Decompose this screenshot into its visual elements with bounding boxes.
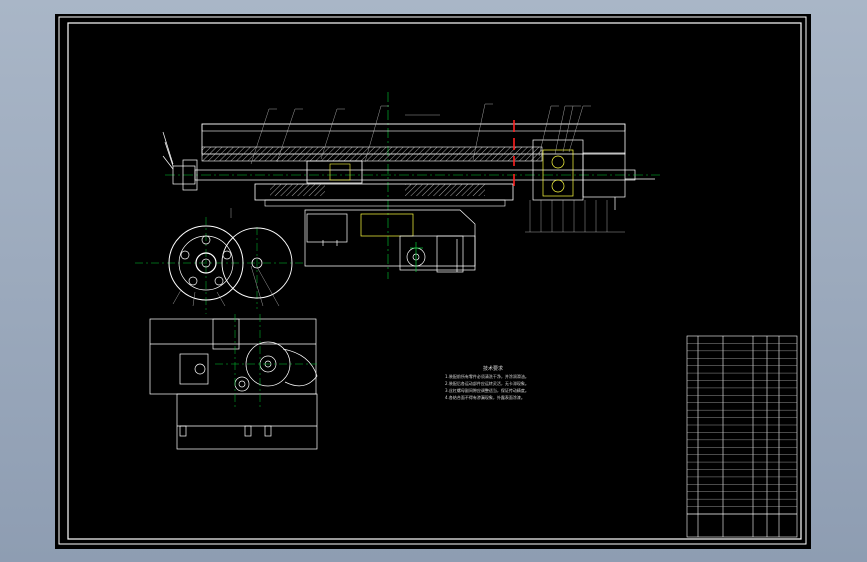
nut-center	[329, 163, 351, 181]
drive-unit-view	[304, 209, 476, 273]
parts-list-table	[686, 335, 798, 538]
technical-requirements-title: 技术要求	[483, 366, 504, 372]
requirement-line-1: 1.装配前所有零件必须清洗干净，并涂润滑油。	[445, 374, 529, 379]
top-rail	[201, 123, 626, 132]
drawing-frame	[58, 16, 807, 545]
hatch-block-left	[270, 184, 325, 196]
requirement-line-2: 2.装配后各运动部件应运转灵活，无卡滞现象。	[445, 381, 529, 386]
hatch-block-right	[405, 184, 485, 196]
base-flange	[264, 199, 506, 207]
nut-block	[306, 160, 363, 184]
main-section-view	[162, 92, 660, 279]
gear-circle-view	[135, 208, 303, 314]
outer-border	[58, 16, 807, 545]
technical-requirements: 技术要求 1.装配前所有零件必须清洗干净，并涂润滑油。 2.装配后各运动部件应运…	[445, 366, 585, 401]
inner-border	[67, 22, 802, 540]
hatched-carriage	[201, 146, 543, 162]
gear-outer	[168, 225, 244, 301]
left-end-bearing	[162, 131, 198, 191]
side-elevation-view	[149, 314, 318, 450]
cad-viewport[interactable]: 技术要求 1.装配前所有零件必须清洗干净，并涂润滑油。 2.装配后各运动部件应运…	[55, 14, 811, 549]
leader-lines-bottom	[525, 200, 625, 233]
leader-lines-top	[250, 103, 591, 165]
requirement-line-4: 4.各结合面不得有渗漏现象，外露表面涂漆。	[445, 395, 525, 400]
gear-hub	[195, 252, 217, 274]
requirement-line-3: 3.丝杠螺母副间隙应调整适当，保证传动精度。	[445, 388, 529, 393]
assembly-drawing	[58, 16, 807, 545]
gear-right-outer	[221, 227, 293, 299]
